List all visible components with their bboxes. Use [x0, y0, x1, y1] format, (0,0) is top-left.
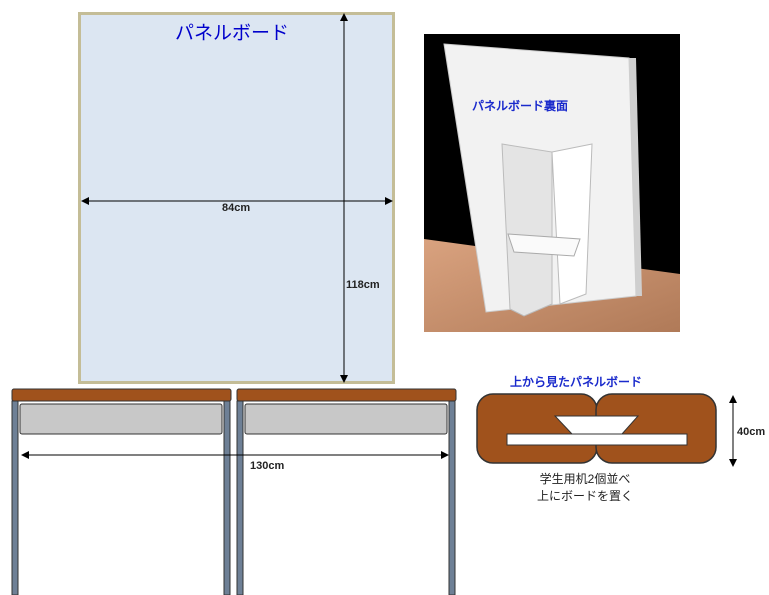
panel-back-label: パネルボード裏面: [472, 99, 569, 113]
panel-height-label: 118cm: [346, 279, 380, 291]
desk-right: [236, 388, 457, 595]
desk-width-label: 130cm: [250, 460, 285, 472]
panel-title: パネルボード: [175, 22, 290, 44]
placement-note: 学生用机2個並べ 上にボードを置く: [515, 471, 655, 505]
top-view-title: 上から見たパネルボード: [510, 375, 643, 389]
desk-left: [11, 388, 232, 595]
top-view-depth-label: 40cm: [737, 426, 766, 438]
panel-back-photo: [424, 34, 680, 332]
top-view-shape: [476, 393, 717, 464]
panel-back-illustration: [424, 43, 680, 332]
panel-width-label: 84cm: [222, 202, 251, 214]
placement-note-line2: 上にボードを置く: [536, 489, 633, 503]
placement-note-line1: 学生用机2個並べ: [539, 472, 631, 486]
